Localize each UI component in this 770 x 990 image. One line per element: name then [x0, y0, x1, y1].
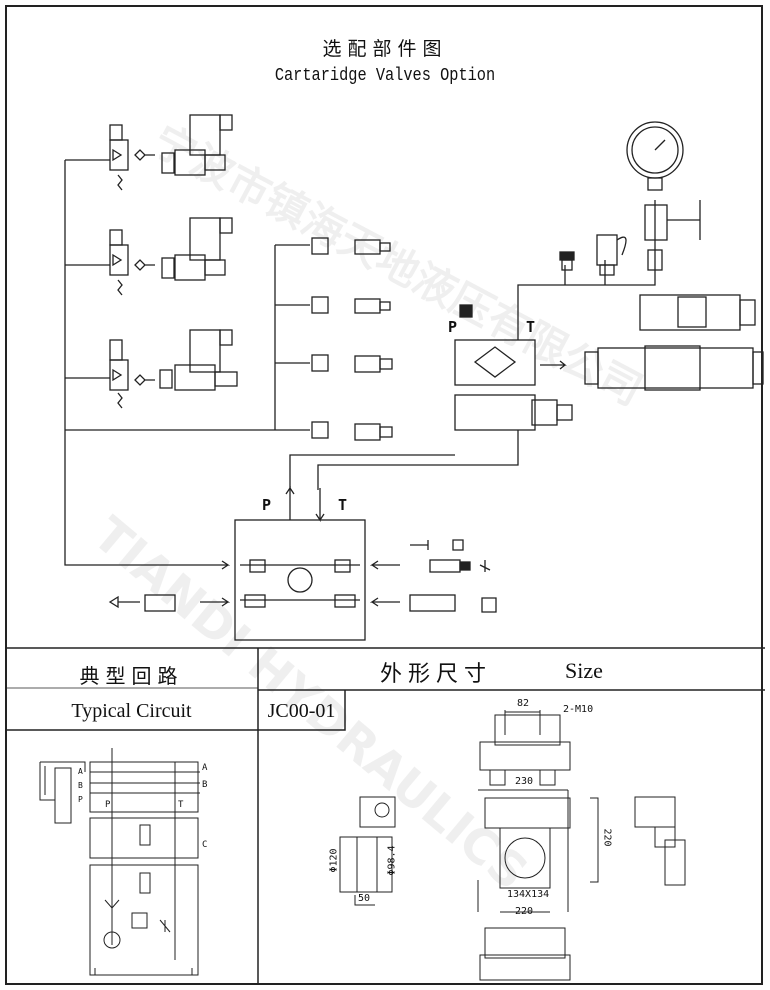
port-t-label: T	[526, 318, 536, 336]
typical-circuit-schematic	[39, 748, 200, 976]
circuit-label-p-left: P	[78, 795, 83, 804]
svg-text:宁波市镇海天地液压有限公司: 宁波市镇海天地液压有限公司	[145, 116, 650, 416]
plug	[559, 251, 575, 271]
manifold-t-label: T	[338, 496, 348, 514]
model-number: JC00-01	[267, 700, 336, 722]
size-title-cn: 外形尺寸	[380, 662, 493, 687]
port-p-label: P	[448, 318, 458, 336]
directional-valve-large	[584, 345, 764, 391]
solenoid-valve-1	[161, 114, 233, 176]
directional-valve-small	[639, 294, 756, 331]
dim-thread: 2-M10	[563, 704, 594, 715]
circuit-label-a-left: A	[78, 767, 83, 776]
solenoid-valve-3	[159, 329, 238, 391]
typical-circuit-title-en: Typical Circuit	[71, 700, 192, 722]
solenoid-valve-2	[161, 217, 233, 281]
dim-220-height: 220	[601, 828, 613, 847]
title-english: Cartaridge Valves Option	[274, 66, 496, 86]
dim-134: 134X134	[507, 889, 550, 900]
typical-circuit-title-cn: 典型回路	[79, 664, 184, 688]
dim-82: 82	[517, 698, 530, 709]
title-chinese: 选配部件图	[322, 38, 448, 60]
manifold-block	[108, 485, 497, 641]
solenoid-valve-symbol-2	[109, 229, 155, 296]
manifold-p-label: P	[262, 496, 272, 514]
dim-50: 50	[358, 893, 371, 904]
size-views	[339, 710, 686, 981]
left-pipe-network	[64, 159, 310, 566]
circuit-label-t: T	[178, 800, 184, 810]
circuit-label-c: C	[202, 840, 208, 850]
dim-120: Φ120	[328, 848, 340, 873]
circuit-label-b: B	[202, 780, 208, 790]
circuit-label-p: P	[105, 800, 111, 810]
circuit-label-a: A	[202, 763, 208, 773]
section-grid	[5, 647, 765, 985]
check-valve-options	[311, 237, 393, 441]
drawing-frame	[5, 5, 763, 985]
pressure-switch	[596, 234, 627, 276]
solenoid-valve-symbol-1	[109, 124, 155, 191]
dim-220-width: 220	[515, 906, 534, 917]
circuit-label-b-left: B	[78, 781, 83, 790]
pressure-gauge	[626, 121, 701, 271]
dim-98: Φ98.4	[386, 845, 398, 876]
size-title-en: Size	[565, 658, 603, 683]
solenoid-valve-symbol-3	[109, 339, 155, 409]
dim-230: 230	[515, 776, 534, 787]
center-block	[289, 200, 656, 490]
